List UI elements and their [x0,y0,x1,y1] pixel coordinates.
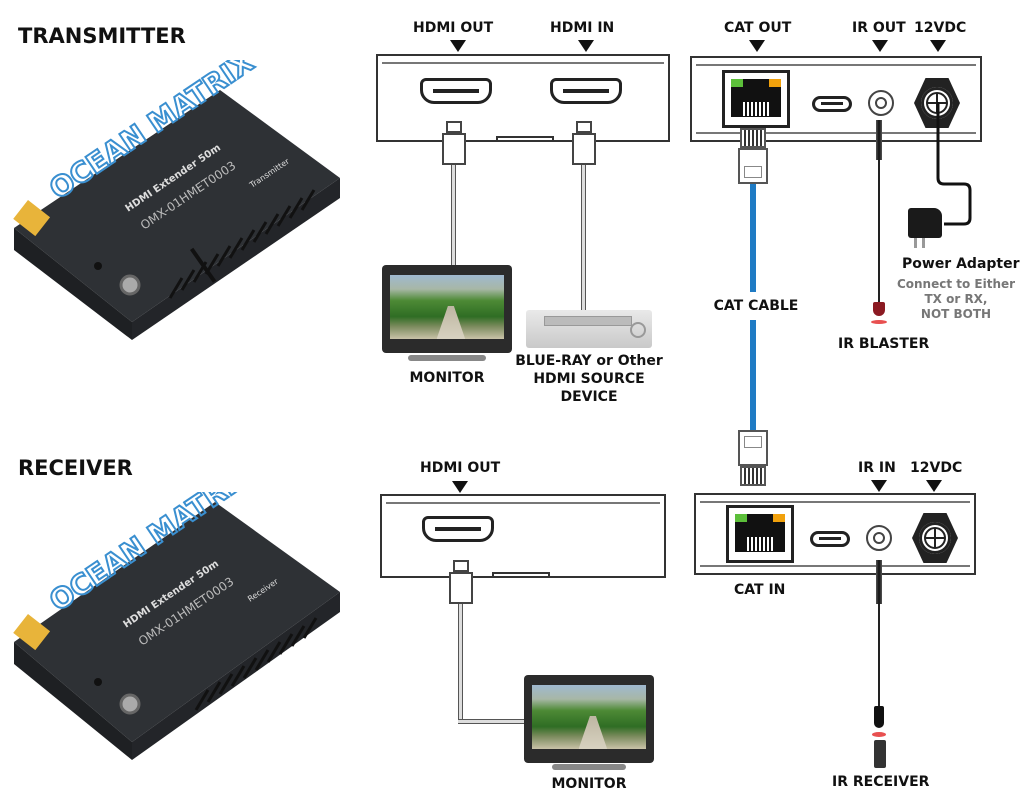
hdmi-cable-horizontal [458,719,526,724]
ir-blaster-icon [873,302,885,316]
arrow-down-icon [578,40,594,52]
hdmi-cable [451,165,456,265]
ir-out-jack [868,90,894,116]
arrow-down-icon [749,40,765,52]
label-ir-blaster: IR BLASTER [838,336,930,352]
cat-cable-upper [750,184,756,292]
hdmi-plug [449,572,473,604]
hdmi-plug [442,133,466,165]
hdmi-plug-tip [576,121,592,133]
monitor-stand [552,764,626,770]
power-adapter-icon [908,208,942,238]
bluray-player-icon [526,310,652,348]
hdmi-out-port [422,516,494,542]
label-source-device: BLUE-RAY or Other HDMI SOURCE DEVICE [510,352,668,406]
ir-signal-icon [872,732,886,737]
service-port [810,531,850,547]
vent-slots [194,617,318,711]
arrow-down-icon [872,40,888,52]
arrow-down-icon [930,40,946,52]
ir-receiver-head [874,706,884,728]
rj45-plug-tx [738,128,768,184]
note-line-2: TX or RX, [924,292,988,306]
remote-control-icon [874,740,886,768]
rj45-port [13,200,51,237]
source-line-3: DEVICE [560,389,618,405]
tx-front-panel [376,54,670,142]
dc-jack [119,693,141,715]
monitor-stand [408,355,486,361]
dc-power-port [912,513,958,563]
source-line-1: BLUE-RAY or Other [515,353,663,369]
tx-back-panel [690,56,982,142]
rx-front-panel [380,494,666,578]
ir-signal-icon [871,320,887,324]
label-hdmi-out-tx: HDMI OUT [413,20,494,36]
rj45-plug-rx [738,430,768,486]
source-line-2: HDMI SOURCE [533,371,645,387]
ir-plug [876,120,882,160]
arrow-down-icon [450,40,466,52]
label-ir-out: IR OUT [852,20,906,36]
hdmi-out-port [420,78,492,104]
power-adapter-note: Connect to Either TX or RX, NOT BOTH [894,277,1018,322]
ir-in-jack [866,525,892,551]
label-ir-in: IR IN [858,460,896,476]
label-hdmi-out-rx: HDMI OUT [420,460,501,476]
note-line-3: NOT BOTH [920,307,992,321]
vent-slots [168,189,316,299]
label-12vdc-tx: 12VDC [914,20,967,36]
cat-cable-lower [750,320,756,430]
ir-blaster-cable [878,160,880,302]
transmitter-title: TRANSMITTER [18,24,186,48]
ir-receiver-cable [878,604,880,706]
dc-jack [119,274,141,296]
note-line-1: Connect to Either [896,277,1016,291]
label-cat-out: CAT OUT [724,20,792,36]
cat-in-port [726,505,794,563]
hdmi-in-port [550,78,622,104]
hdmi-plug-tip [453,560,469,572]
label-cat-in: CAT IN [734,582,786,598]
label-power-adapter: Power Adapter [902,256,1020,272]
label-ir-receiver: IR RECEIVER [832,774,930,790]
label-monitor-tx: MONITOR [409,370,485,386]
ir-plug [876,560,882,604]
arrow-down-icon [926,480,942,492]
label-hdmi-in-tx: HDMI IN [550,20,615,36]
hdmi-cable [458,604,463,724]
receiver-title: RECEIVER [18,456,133,480]
transmitter-device-photo: OCEAN MATRIX HDMI Extender 50m OMX-01HME… [13,60,340,340]
arrow-down-icon [452,481,468,493]
monitor-icon [524,675,654,763]
receiver-device-photo: OCEAN MATRIX HDMI Extender 50m OMX-01HME… [13,492,340,760]
power-cord [936,102,972,226]
arrow-down-icon [871,480,887,492]
hdmi-cable [581,165,586,310]
hdmi-plug-tip [446,121,462,133]
rx-back-panel [694,493,976,575]
hdmi-plug [572,133,596,165]
label-monitor-rx: MONITOR [551,776,627,792]
label-12vdc-rx: 12VDC [910,460,963,476]
rj45-port [13,614,51,651]
service-port [812,96,852,112]
cat-out-port [722,70,790,128]
monitor-icon [382,265,512,353]
label-cat-cable: CAT CABLE [713,298,799,314]
